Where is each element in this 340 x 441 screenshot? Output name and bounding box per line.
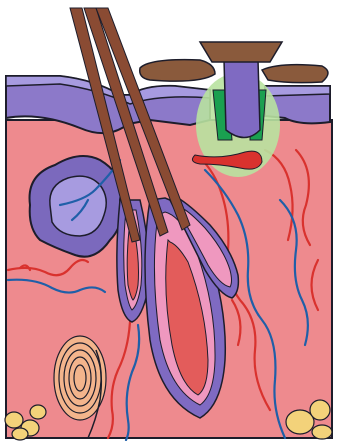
- scale-top-center: [200, 42, 282, 62]
- sebaceous-gland-inner: [50, 176, 106, 236]
- sebaceous-gland-icon: [30, 156, 122, 257]
- scale-left: [140, 60, 215, 81]
- fat-lobule-icon: [310, 400, 330, 420]
- pore-plug: [224, 60, 260, 138]
- scale-right: [262, 65, 328, 83]
- fat-lobule-icon: [312, 425, 332, 439]
- fat-lobule-icon: [12, 428, 28, 440]
- stratum-top-highlight-right: [265, 86, 330, 96]
- fat-lobule-icon: [30, 405, 46, 419]
- fat-lobule-icon: [286, 410, 314, 434]
- fat-lobule-icon: [5, 412, 23, 428]
